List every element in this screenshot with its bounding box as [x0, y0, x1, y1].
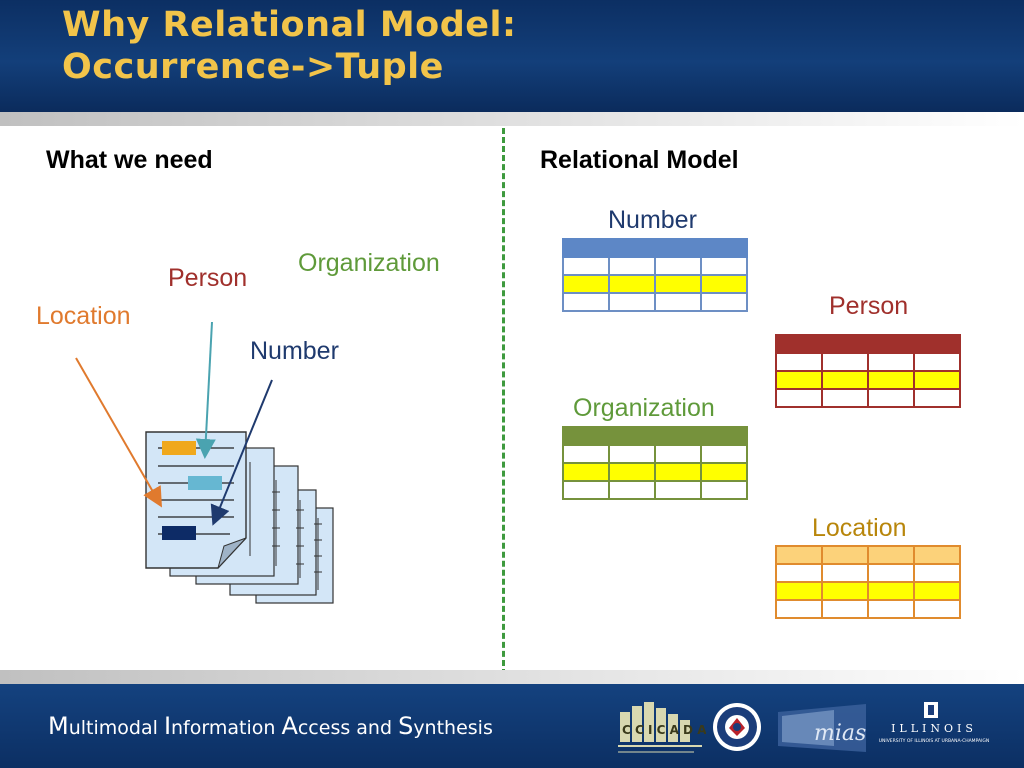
- column-divider: [502, 128, 505, 693]
- label-person: Person: [168, 264, 248, 292]
- arrow-person: [195, 321, 216, 459]
- footer-word-ynthesis: ynthesis: [413, 717, 493, 739]
- table-title-number: Number: [608, 206, 697, 234]
- relational-table-person: [775, 334, 961, 408]
- illinois-wordmark: ILLINOIS: [891, 722, 977, 735]
- footer-word-nformation: nformation: [171, 717, 282, 739]
- table-title-person: Person: [829, 292, 909, 320]
- svg-text:mias: mias: [814, 721, 866, 746]
- label-organization: Organization: [298, 249, 440, 277]
- slide-title-line1: Why Relational Model:: [62, 5, 517, 45]
- footer-cap-a: A: [281, 712, 298, 740]
- left-heading: What we need: [46, 146, 213, 174]
- relational-table-organization: [562, 426, 748, 500]
- footer-accent-band: [0, 670, 1024, 684]
- right-heading: Relational Model: [540, 146, 739, 174]
- header-accent-band: [0, 112, 1024, 126]
- highlight-person: [188, 476, 222, 490]
- relational-table-number: [562, 238, 748, 312]
- footer-cap-m: M: [48, 712, 69, 740]
- footer-word-ultimodal: ultimodal: [68, 717, 164, 739]
- highlight-location: [162, 441, 196, 455]
- slide-header: Why Relational Model: Occurrence->Tuple: [0, 0, 1024, 112]
- illinois-logo: [924, 702, 938, 718]
- illinois-subtext: UNIVERSITY OF ILLINOIS AT URBANA-CHAMPAI…: [878, 739, 990, 744]
- page-fold: [217, 537, 247, 569]
- svg-text:C C I C A D A: C C I C A D A: [622, 723, 706, 737]
- footer-word-ccess: ccess and: [297, 717, 399, 739]
- document-stack-illustration: [75, 321, 334, 604]
- arrow-location: [75, 357, 162, 508]
- highlight-number: [162, 526, 196, 540]
- footer-cap-s: S: [398, 712, 414, 740]
- table-title-location: Location: [812, 514, 907, 542]
- mias-logo: mias: [778, 704, 866, 752]
- label-location: Location: [36, 302, 131, 330]
- footer-caption: Multimodal Information Access and Synthe…: [48, 712, 493, 740]
- arrow-number: [210, 379, 273, 526]
- slide-title-line2: Occurrence->Tuple: [62, 47, 444, 87]
- ccicada-logo: C C I C A D A: [618, 702, 706, 753]
- slide-footer: Multimodal Information Access and Synthe…: [0, 684, 1024, 768]
- relational-table-location: [775, 545, 961, 619]
- table-title-organization: Organization: [573, 394, 715, 422]
- slide-title: Why Relational Model: Occurrence->Tuple: [62, 4, 516, 88]
- dhs-seal-logo: [713, 703, 761, 751]
- label-number: Number: [250, 337, 339, 365]
- footer-cap-i: I: [163, 712, 172, 740]
